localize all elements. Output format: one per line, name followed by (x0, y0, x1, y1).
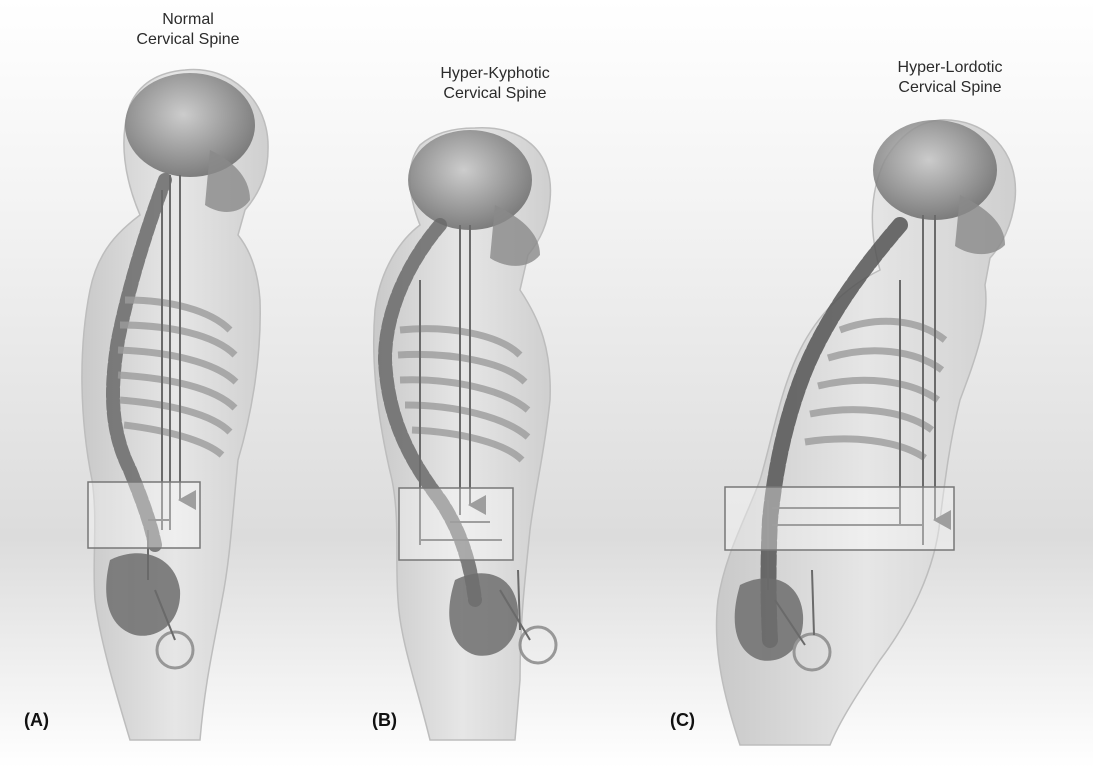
panel-b-title-line2: Cervical Spine (443, 85, 547, 102)
panel-c-jaw (955, 195, 1005, 255)
panel-c-letter: (C) (670, 710, 695, 730)
panel-a-title: Normal Cervical Spine (88, 10, 288, 50)
panel-a-jaw (205, 150, 250, 212)
panel-a-title-line2: Cervical Spine (136, 31, 240, 48)
panel-c-title: Hyper-Lordotic Cervical Spine (850, 58, 1050, 98)
panel-b-lumbar-box (398, 487, 514, 561)
panel-a-title-line1: Normal (162, 11, 214, 28)
panel-b-title: Hyper-Kyphotic Cervical Spine (395, 64, 595, 104)
panel-a-ribcage (117, 296, 239, 458)
panel-a-skull (125, 73, 255, 177)
panel-c-title-line2: Cervical Spine (898, 79, 1002, 96)
panel-c-skull (873, 120, 997, 220)
panel-b-jaw (490, 205, 540, 266)
panel-a-lumbar-box (87, 481, 201, 549)
panel-b-title-line1: Hyper-Kyphotic (440, 65, 550, 82)
panel-a-letter: (A) (24, 710, 49, 730)
panel-b-letter: (B) (372, 710, 397, 730)
panel-c-title-line1: Hyper-Lordotic (897, 59, 1003, 76)
panel-b-skull (408, 130, 532, 230)
panel-b-plumb-lines (419, 225, 531, 641)
panel-b-pelvis (449, 573, 558, 665)
panel-c-lumbar-box (724, 486, 955, 551)
panel-b-ribcage (397, 325, 531, 463)
panel-c-pelvis (734, 578, 832, 672)
panel-a-pelvis (106, 553, 195, 670)
panel-a-plumb-lines (147, 175, 196, 641)
panel-a-spine (106, 173, 172, 552)
panel-c-plumb-lines (767, 215, 951, 646)
